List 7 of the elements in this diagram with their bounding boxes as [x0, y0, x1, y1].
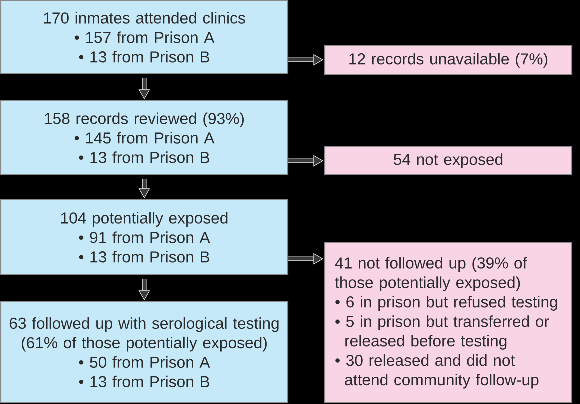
exclusion-box: 41 not followed up (39% of those potentially exposed) • 6 in prison but refused testing • 5 in prison but transferred or released before testing • 30 released and did not attend community follow-up [324, 242, 573, 404]
process-box: 170 inmates attended clinics • 157 from Prison A • 13 from Prison B [0, 0, 289, 75]
process-box: 63 followed up with serological testing (61% of those potentially exposed) • 50 from Prison A • 13 from Prison B [0, 301, 289, 404]
process-box: 104 potentially exposed • 91 from Prison A • 13 from Prison B [0, 199, 289, 276]
exclusion-box: 12 records unavailable (7%) [324, 45, 573, 76]
exclusion-box: 54 not exposed [324, 146, 573, 176]
process-box: 158 records reviewed (93%) • 145 from Prison A • 13 from Prison B [0, 100, 289, 176]
